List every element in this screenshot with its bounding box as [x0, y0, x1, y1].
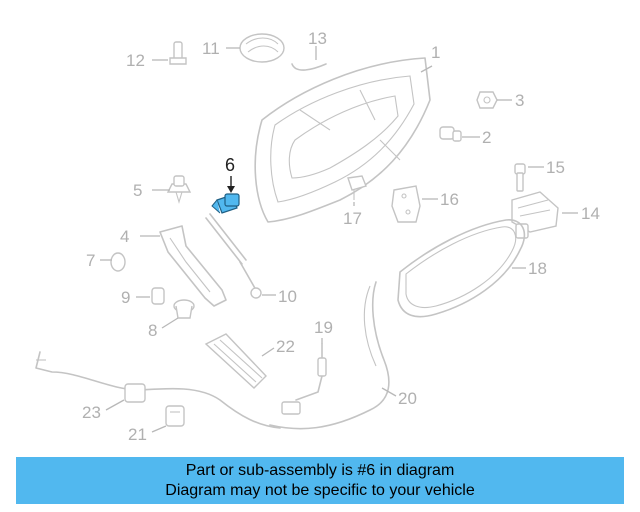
- callout-15: 15: [546, 158, 565, 177]
- callout-17: 17: [343, 209, 362, 228]
- callout-2: 2: [482, 128, 491, 147]
- info-banner: Part or sub-assembly is #6 in diagram Di…: [16, 457, 624, 504]
- banner-line-1: Part or sub-assembly is #6 in diagram: [185, 461, 455, 479]
- callout-19: 19: [314, 318, 333, 337]
- part-7-washer[interactable]: [110, 252, 126, 272]
- part-2-bumper[interactable]: [439, 126, 462, 142]
- part-22-motor[interactable]: [204, 333, 267, 389]
- callout-21: 21: [128, 425, 147, 444]
- part-17-clip[interactable]: [347, 175, 367, 200]
- callout-14: 14: [581, 204, 600, 223]
- banner-line-2: Diagram may not be specific to your vehi…: [165, 481, 475, 499]
- part-11-cover[interactable]: [239, 33, 285, 63]
- part-12-bolt[interactable]: [169, 41, 187, 65]
- callout-9: 9: [121, 288, 130, 307]
- callout-23: 23: [82, 403, 101, 422]
- part-15-bolt[interactable]: [514, 163, 526, 192]
- callout-5: 5: [133, 181, 142, 200]
- part-10-lift-support[interactable]: [205, 213, 262, 299]
- callout-3: 3: [515, 91, 524, 110]
- callout-7: 7: [86, 251, 95, 270]
- callout-10: 10: [278, 287, 297, 306]
- part-18-glass[interactable]: [397, 219, 526, 318]
- callout-6: 6: [225, 155, 235, 175]
- part-16-striker[interactable]: [391, 185, 421, 223]
- parts-diagram: 1 2 3 4 5 6 7 8: [35, 29, 600, 444]
- part-14-latch[interactable]: [511, 191, 559, 239]
- callout-13: 13: [308, 29, 327, 48]
- callout-12: 12: [126, 51, 145, 70]
- part-4-hinge[interactable]: [159, 225, 227, 307]
- part-3-grommet[interactable]: [476, 91, 498, 109]
- part-9-bumper[interactable]: [151, 287, 165, 305]
- part-13-rod[interactable]: [291, 63, 327, 71]
- part-6-bolt[interactable]: [211, 193, 240, 214]
- callout-4: 4: [120, 227, 129, 246]
- part-19-cable[interactable]: [295, 343, 327, 401]
- callout-16: 16: [440, 190, 459, 209]
- part-23-bracket[interactable]: [124, 383, 146, 403]
- callout-18: 18: [528, 259, 547, 278]
- callout-22: 22: [276, 337, 295, 356]
- callout-20: 20: [398, 389, 417, 408]
- callout-11: 11: [202, 39, 220, 58]
- callout-1: 1: [431, 43, 440, 62]
- part-8-grommet[interactable]: [173, 299, 195, 319]
- part-5-clip[interactable]: [166, 175, 192, 204]
- callout-8: 8: [148, 321, 157, 340]
- part-21-clip[interactable]: [165, 405, 185, 427]
- release-cable-lower[interactable]: [35, 351, 281, 429]
